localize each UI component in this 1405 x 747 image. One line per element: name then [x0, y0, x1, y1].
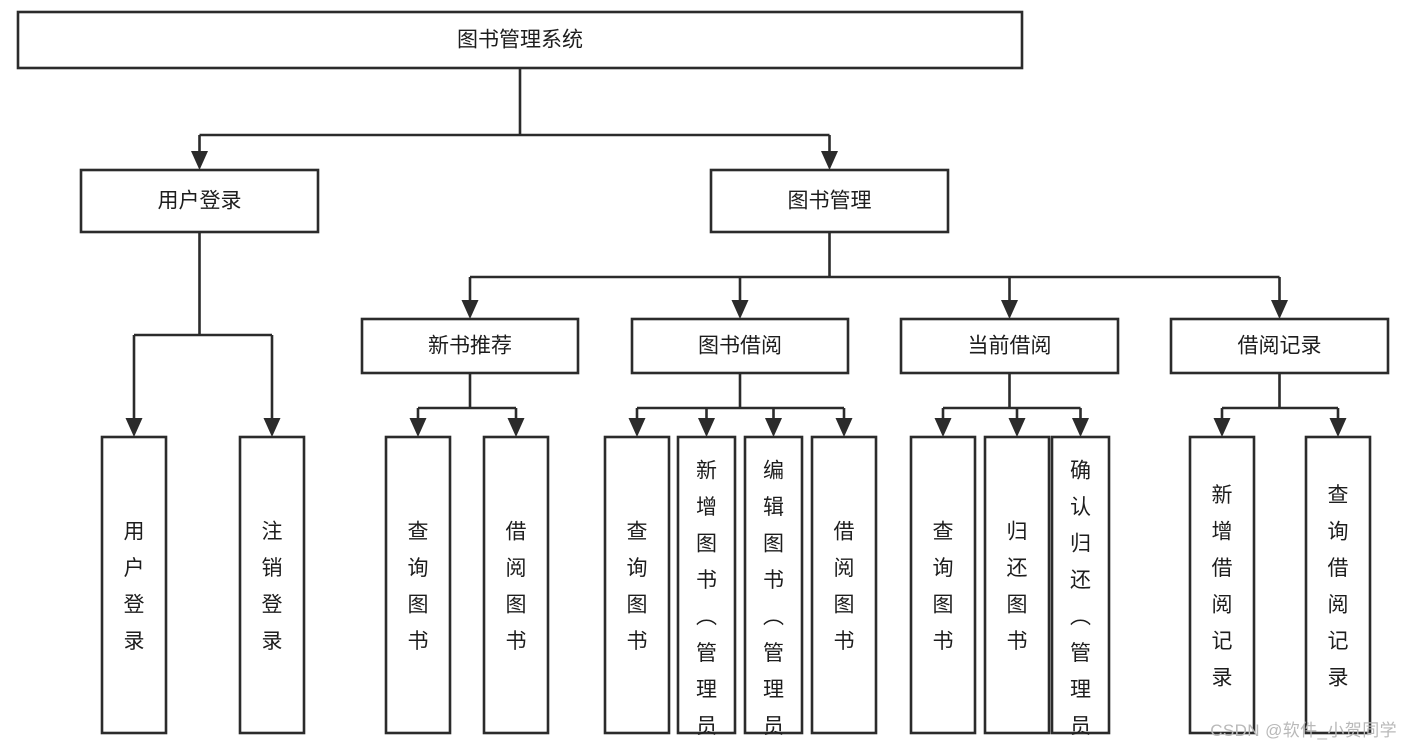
node-box-query-book-1	[384, 435, 452, 735]
node-label-user-login: 用户登录	[158, 190, 242, 213]
book-borrow-branch-to-edit-book-admin-arrowhead	[765, 418, 782, 437]
node-label-book-borrow: 图书借阅	[698, 335, 782, 358]
node-label-borrow-book-1: 借阅图书	[506, 520, 527, 653]
node-box-borrow-book-1	[482, 435, 550, 735]
node-add-borrow-record[interactable]: 新增借阅记录	[1188, 435, 1256, 735]
root-branch-to-book-manage-arrowhead	[821, 151, 838, 170]
node-box-return-book	[983, 435, 1051, 735]
node-box-query-borrow-record	[1304, 435, 1372, 735]
borrow-record-branch-to-add-borrow-record-arrowhead	[1213, 418, 1231, 437]
node-label-query-book-2: 查询图书	[627, 520, 648, 653]
node-box-current-borrow	[899, 317, 1120, 375]
node-user-login-do[interactable]: 用户登录	[100, 435, 168, 735]
node-borrow-book-2[interactable]: 借阅图书	[810, 435, 878, 735]
node-box-edit-book-admin	[743, 435, 804, 735]
node-borrow-record[interactable]: 借阅记录	[1169, 317, 1390, 375]
node-book-borrow[interactable]: 图书借阅	[630, 317, 850, 375]
node-root[interactable]: 图书管理系统	[16, 10, 1024, 70]
node-label-confirm-return-admin: 确认归还︵管理员︶	[1070, 459, 1091, 747]
node-confirm-return-admin[interactable]: 确认归还︵管理员︶	[1050, 435, 1111, 747]
connector-layer	[125, 68, 1347, 437]
node-box-borrow-book-2	[810, 435, 878, 735]
node-query-borrow-record[interactable]: 查询借阅记录	[1304, 435, 1372, 735]
node-label-user-login-do: 用户登录	[124, 520, 145, 653]
node-label-return-book: 归还图书	[1007, 520, 1028, 653]
node-label-add-book-admin: 新增图书︵管理员︶	[696, 459, 717, 747]
borrow-record-branch-to-query-borrow-record-arrowhead	[1329, 418, 1347, 437]
node-add-book-admin[interactable]: 新增图书︵管理员︶	[676, 435, 737, 747]
csdn-watermark: CSDN @软件_小贺同学	[1210, 721, 1397, 740]
node-user-logout[interactable]: 注销登录	[238, 435, 306, 735]
book-manage-branch-to-current-borrow-arrowhead	[1001, 300, 1018, 319]
node-box-user-login-do	[100, 435, 168, 735]
root-branch-to-user-login-arrowhead	[191, 151, 208, 170]
node-label-add-borrow-record: 新增借阅记录	[1212, 484, 1233, 690]
node-edit-book-admin[interactable]: 编辑图书︵管理员︶	[743, 435, 804, 747]
node-query-book-2[interactable]: 查询图书	[603, 435, 671, 735]
node-label-query-book-3: 查询图书	[933, 520, 954, 653]
node-box-user-logout	[238, 435, 306, 735]
node-box-borrow-record	[1169, 317, 1390, 375]
book-manage-branch-to-book-borrow-arrowhead	[731, 300, 749, 319]
node-label-book-manage: 图书管理	[788, 190, 872, 213]
node-label-borrow-record: 借阅记录	[1238, 335, 1322, 358]
node-box-add-book-admin	[676, 435, 737, 735]
node-box-book-borrow	[630, 317, 850, 375]
current-borrow-branch-to-confirm-return-admin-arrowhead	[1072, 418, 1089, 437]
node-layer: 用户登录图书管理图书管理系统用户登录注销登录新书推荐查询图书借阅图书图书借阅查询…	[16, 10, 1390, 747]
node-query-book-1[interactable]: 查询图书	[384, 435, 452, 735]
node-query-book-3[interactable]: 查询图书	[909, 435, 977, 735]
node-book-manage[interactable]: 图书管理	[709, 168, 950, 234]
node-label-borrow-book-2: 借阅图书	[834, 520, 855, 653]
book-borrow-branch-to-query-book-2-arrowhead	[628, 418, 646, 437]
node-box-query-book-3	[909, 435, 977, 735]
node-return-book[interactable]: 归还图书	[983, 435, 1051, 735]
node-label-query-book-1: 查询图书	[408, 520, 429, 653]
node-box-user-login	[79, 168, 320, 234]
node-box-root	[16, 10, 1024, 70]
node-label-root: 图书管理系统	[457, 29, 583, 52]
book-manage-branch-to-new-book-recommend-arrowhead	[461, 300, 479, 319]
new-book-recommend-branch-to-query-book-1-arrowhead	[409, 418, 427, 437]
node-box-add-borrow-record	[1188, 435, 1256, 735]
new-book-recommend-branch-to-borrow-book-1-arrowhead	[507, 418, 525, 437]
user-login-branch-to-user-login-do-arrowhead	[125, 418, 143, 437]
node-box-query-book-2	[603, 435, 671, 735]
node-borrow-book-1[interactable]: 借阅图书	[482, 435, 550, 735]
node-label-current-borrow: 当前借阅	[968, 335, 1052, 358]
node-label-new-book-recommend: 新书推荐	[428, 335, 512, 358]
node-current-borrow[interactable]: 当前借阅	[899, 317, 1120, 375]
node-new-book-recommend[interactable]: 新书推荐	[360, 317, 580, 375]
node-box-book-manage	[709, 168, 950, 234]
node-box-confirm-return-admin	[1050, 435, 1111, 735]
node-label-query-borrow-record: 查询借阅记录	[1328, 484, 1349, 690]
node-box-new-book-recommend	[360, 317, 580, 375]
book-manage-branch-to-borrow-record-arrowhead	[1271, 300, 1288, 319]
node-label-edit-book-admin: 编辑图书︵管理员︶	[763, 459, 784, 747]
current-borrow-branch-to-return-book-arrowhead	[1008, 418, 1026, 437]
current-borrow-branch-to-query-book-3-arrowhead	[934, 418, 952, 437]
node-user-login[interactable]: 用户登录	[79, 168, 320, 234]
book-borrow-branch-to-add-book-admin-arrowhead	[698, 418, 715, 437]
user-login-branch-to-user-logout-arrowhead	[263, 418, 281, 437]
book-borrow-branch-to-borrow-book-2-arrowhead	[835, 418, 853, 437]
node-label-user-logout: 注销登录	[262, 520, 283, 653]
